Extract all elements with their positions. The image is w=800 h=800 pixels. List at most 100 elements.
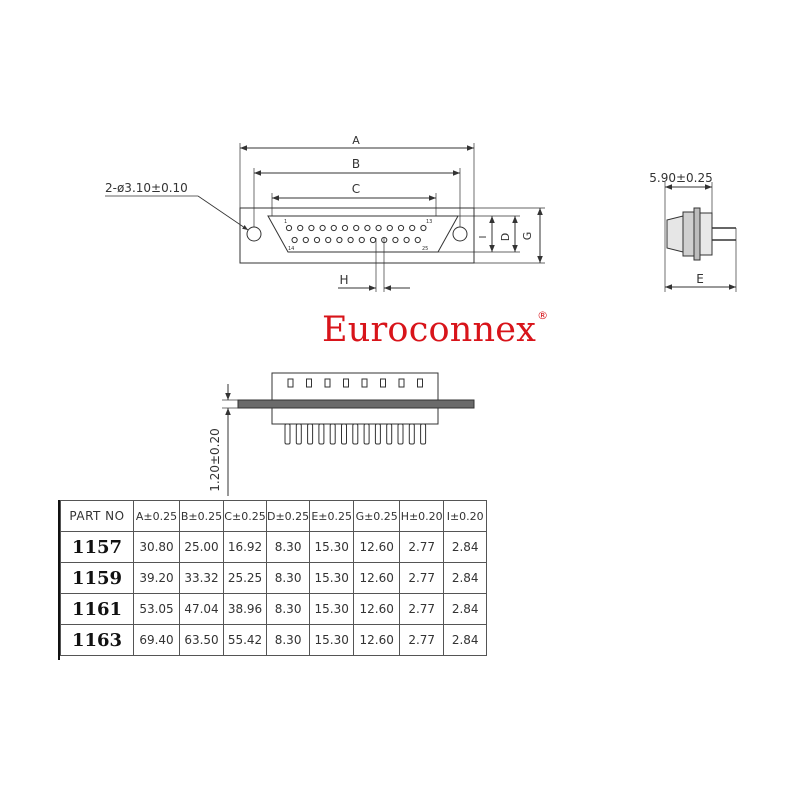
side-shell: [666, 215, 684, 253]
dimension-value-cell: 47.04: [179, 593, 224, 625]
contact-slot: [287, 378, 294, 388]
registered-mark: ®: [537, 309, 549, 322]
solder-pin: [329, 423, 336, 445]
contact-pin: [325, 236, 332, 244]
header-dimension: A±0.25: [133, 500, 180, 532]
contact-pin: [397, 224, 405, 232]
contact-pin: [330, 224, 337, 232]
label-e: E: [696, 272, 704, 286]
label-c: C: [352, 182, 360, 196]
pin-label-13: 13: [426, 219, 432, 225]
label-i: I: [478, 236, 489, 239]
part-number-cell: 1161: [60, 593, 134, 625]
dimension-value-cell: 53.05: [133, 593, 180, 625]
contact-pin: [369, 236, 377, 244]
contact-slot: [361, 378, 368, 388]
side-insulator: [699, 212, 713, 256]
solder-pin: [420, 423, 427, 445]
pin-label-14: 14: [288, 246, 294, 252]
label-b: B: [352, 157, 360, 171]
contact-pin: [341, 224, 349, 232]
contact-slot: [343, 378, 349, 388]
header-dimension: H±0.20: [399, 500, 445, 532]
header-part-no: PART NO: [60, 500, 134, 532]
solder-pin: [352, 423, 359, 445]
solder-pin: [363, 423, 370, 445]
contact-pin: [285, 224, 293, 232]
contact-slot: [306, 378, 312, 388]
contact-pin: [347, 236, 354, 244]
side-flange: [693, 207, 701, 261]
dimension-value-cell: 12.60: [353, 562, 401, 594]
elev-flange: [237, 399, 475, 409]
contact-pin: [297, 224, 304, 232]
solder-pin: [284, 423, 291, 445]
label-g: G: [521, 232, 534, 241]
side-view: [664, 182, 737, 292]
contact-pin: [403, 236, 410, 244]
side-body: [682, 211, 695, 257]
dimension-value-cell: 25.00: [179, 531, 224, 563]
contact-pin: [302, 236, 309, 244]
contact-pin: [414, 236, 421, 244]
dimension-value-cell: 15.30: [309, 624, 355, 656]
dimension-value-cell: 30.80: [133, 531, 180, 563]
header-dimension: I±0.20: [443, 500, 488, 532]
side-view-labels: 5.90±0.25 E: [649, 171, 713, 286]
elev-insulator: [271, 407, 439, 425]
dimension-value-cell: 2.77: [399, 624, 445, 656]
dimension-value-cell: 2.84: [443, 624, 488, 656]
dimension-value-cell: 2.77: [399, 593, 445, 625]
dimension-value-cell: 15.30: [309, 593, 355, 625]
dimension-value-cell: 55.42: [223, 624, 267, 656]
elev-contact-slots: [287, 378, 423, 388]
solder-pin: [397, 423, 404, 445]
label-a: A: [352, 134, 360, 147]
label-depth: 5.90±0.25: [649, 171, 713, 185]
dimension-value-cell: 12.60: [353, 531, 401, 563]
contact-pin: [420, 224, 427, 232]
dimension-value-cell: 2.84: [443, 562, 488, 594]
pin-label-25: 25: [422, 246, 428, 252]
label-h: H: [339, 273, 348, 287]
front-flange: [239, 207, 475, 264]
contact-slot: [417, 378, 423, 388]
dimension-value-cell: 25.25: [223, 562, 267, 594]
front-view-labels: A B C 2-ø3.10±0.10 H I D G 1 13 14 25: [105, 134, 534, 287]
header-dimension: C±0.25: [223, 500, 267, 532]
dimension-value-cell: 2.84: [443, 593, 488, 625]
pin-grid: [285, 224, 427, 244]
contact-pin: [308, 224, 315, 232]
mounting-hole-right: [452, 226, 468, 242]
table-left-border: [58, 500, 60, 660]
dimension-value-cell: 16.92: [223, 531, 267, 563]
dimension-value-cell: 38.96: [223, 593, 267, 625]
contact-pin: [313, 236, 321, 244]
dimension-value-cell: 69.40: [133, 624, 180, 656]
header-dimension: G±0.25: [353, 500, 401, 532]
contact-pin: [353, 224, 360, 232]
brand-name: Euroconnex: [322, 310, 537, 350]
solder-pin: [318, 423, 325, 445]
solder-pin: [295, 423, 302, 445]
label-d: D: [499, 233, 512, 241]
dimension-value-cell: 15.30: [309, 531, 355, 563]
solder-pin: [408, 423, 415, 445]
contact-slot: [380, 378, 386, 388]
elev-shell: [271, 372, 439, 401]
pin-label-1: 1: [284, 219, 287, 225]
mounting-hole-left: [246, 226, 262, 242]
part-number-cell: 1159: [60, 562, 134, 594]
part-number-cell: 1163: [60, 624, 134, 656]
dimension-value-cell: 63.50: [179, 624, 224, 656]
dimension-value-cell: 2.77: [399, 562, 445, 594]
contact-pin: [319, 224, 326, 232]
dimension-value-cell: 8.30: [265, 593, 311, 625]
dimension-value-cell: 39.20: [133, 562, 180, 594]
